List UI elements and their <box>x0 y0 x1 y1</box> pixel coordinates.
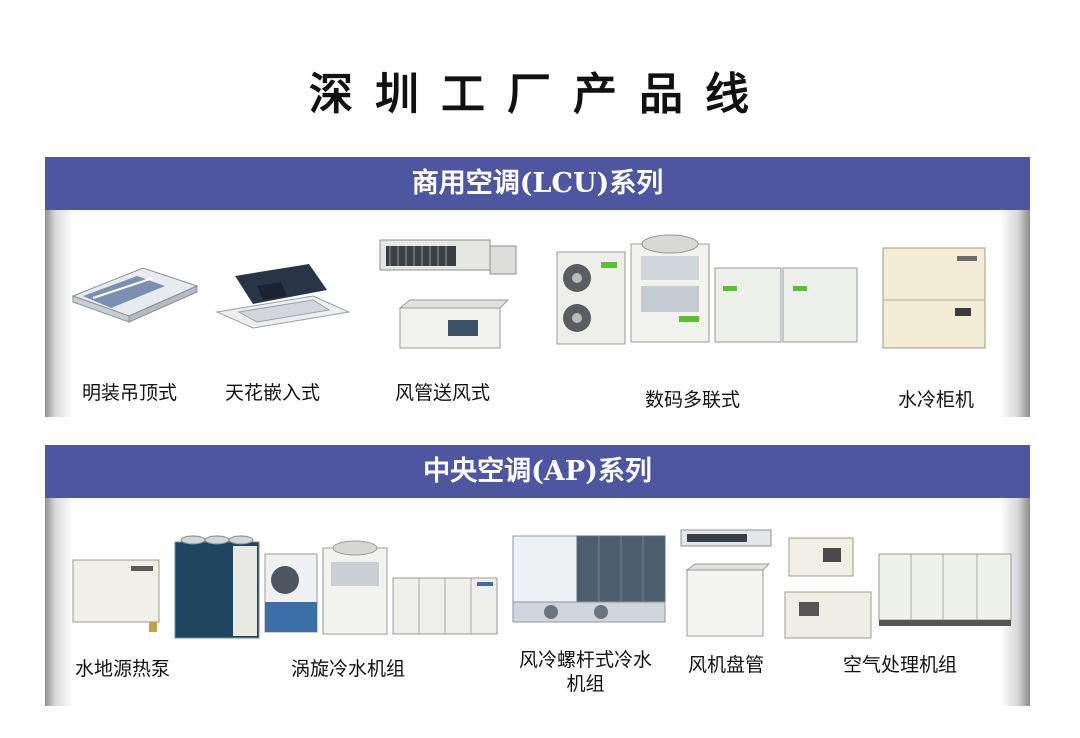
product-label: 风机盘管 <box>688 654 765 676</box>
section-panel-lcu: 明装吊顶式 天花嵌入式 风管送风式 <box>45 210 1030 417</box>
ceiling-suspended-unit-icon <box>71 267 199 323</box>
air-handling-unit-icon <box>784 537 1012 639</box>
product-label: 空气处理机组 <box>843 654 958 676</box>
product-label: 数码多联式 <box>645 389 741 411</box>
product-label: 风管送风式 <box>395 382 491 404</box>
vrf-outdoor-units-icon <box>556 234 858 345</box>
scroll-chiller-icon <box>174 535 498 639</box>
page-title: 深圳工厂产品线 <box>309 69 771 120</box>
cassette-unit-icon <box>215 264 351 329</box>
section-header-lcu: 商用空调(LCU)系列 <box>45 157 1030 210</box>
product-label: 天花嵌入式 <box>225 382 321 404</box>
water-cooled-cabinet-icon <box>882 247 986 349</box>
product-label: 涡旋冷水机组 <box>291 658 406 680</box>
ducted-unit-icon <box>379 239 517 349</box>
product-label: 水地源热泵 <box>75 658 171 680</box>
section-header-ap: 中央空调(AP)系列 <box>45 445 1030 498</box>
product-label: 明装吊顶式 <box>82 382 178 404</box>
section-panel-ap: 水地源热泵 涡旋冷水机组 风冷螺杆式冷水 机组 风机盘管 <box>45 498 1030 706</box>
water-source-heat-pump-icon <box>72 559 160 632</box>
fan-coil-unit-icon <box>680 529 772 637</box>
air-cooled-screw-chiller-icon <box>512 535 666 623</box>
product-label: 风冷螺杆式冷水 机组 <box>519 649 653 695</box>
product-label: 水冷柜机 <box>898 389 975 411</box>
